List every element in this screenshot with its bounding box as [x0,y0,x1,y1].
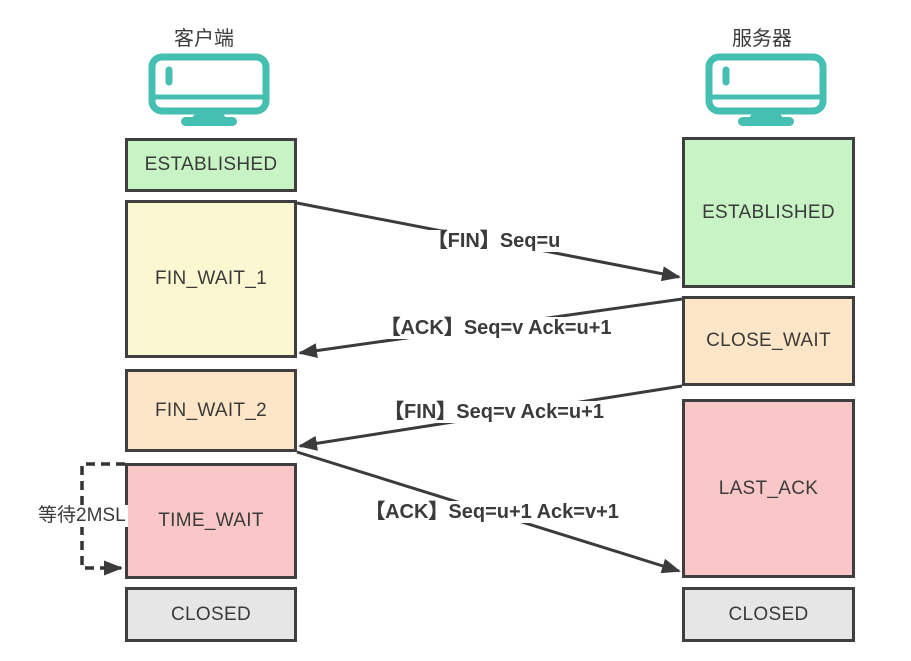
state-label: CLOSE_WAIT [706,330,831,351]
client-state-established: ESTABLISHED [125,138,297,192]
state-label: FIN_WAIT_1 [154,268,268,289]
server-state-last-ack: LAST_ACK [682,399,855,578]
client-state-closed: CLOSED [125,587,297,642]
server-column-title: 服务器 [732,28,792,50]
client-state-fin-wait-2: FIN_WAIT_2 [125,369,297,452]
client-state-time-wait: TIME_WAIT [125,463,297,579]
server-state-established: ESTABLISHED [682,137,855,288]
state-label: TIME_WAIT [158,510,264,531]
server-monitor-icon [705,53,827,127]
state-label: ESTABLISHED [702,201,835,223]
server-state-closed: CLOSED [682,587,855,642]
state-label: CLOSED [728,603,809,625]
client-monitor-icon [148,53,270,127]
state-label: FIN_WAIT_2 [154,399,268,421]
message-fin-1: 【FIN】Seq=u [422,230,566,252]
state-label: CLOSED [171,603,251,625]
message-ack-1: 【ACK】Seq=v Ack=u+1 [375,317,617,339]
wait-2msl-label: 等待2MSL [36,505,128,527]
message-ack-2: 【ACK】Seq=u+1 Ack=v+1 [360,501,624,523]
message-fin-2: 【FIN】Seq=v Ack=u+1 [379,401,609,423]
client-state-fin-wait-1: FIN_WAIT_1 [125,200,297,358]
state-label: ESTABLISHED [144,154,278,175]
client-column-title: 客户端 [174,28,234,50]
server-state-close-wait: CLOSE_WAIT [682,296,855,386]
state-label: LAST_ACK [718,477,819,499]
